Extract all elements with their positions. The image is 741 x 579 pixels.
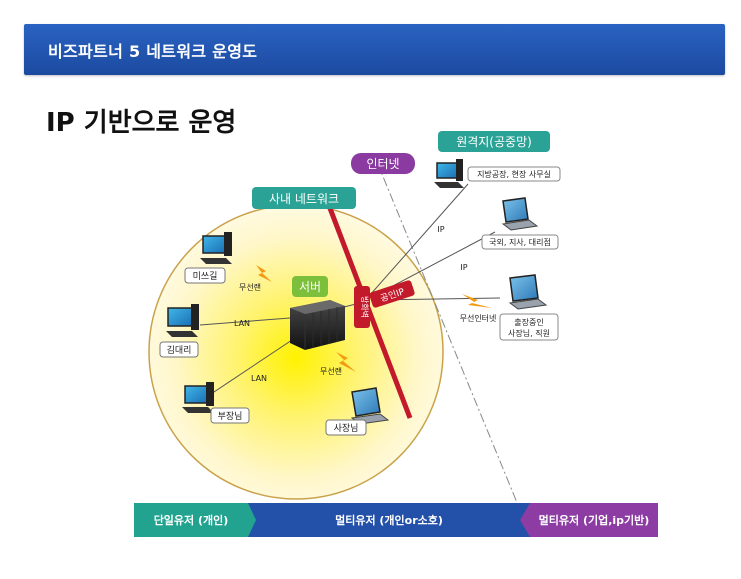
desktop-icon-misseugil [200,232,232,264]
firewall-badge: 방화벽 [354,286,370,328]
svg-text:미쓰길: 미쓰길 [193,271,218,282]
segment-single-user [134,503,248,537]
remote-label-overseas: 국외, 지사, 대리점 [481,234,559,250]
svg-text:지방공장, 현장 사무실: 지방공장, 현장 사무실 [477,169,551,179]
segment-multi-user-enterprise [520,503,658,537]
svg-text:사장님: 사장님 [334,423,359,434]
server-icon [290,300,345,350]
desktop-icon-bujangnim [182,382,214,413]
link-label-lan-bottom: LAN [251,374,267,383]
remote-desktop-icon-branch [434,159,464,188]
segment-label-3: 멀티유저 (기업,ip기반) [539,513,650,527]
remote-laptop-icon-trip [508,274,548,310]
lan-line-kimdaeri [199,317,291,326]
svg-text:사장님, 직원: 사장님, 직원 [508,328,550,338]
internet-boundary-line [376,161,519,506]
link-label-ip-2: IP [460,263,467,272]
page-title: IP 기반으로 운영 [46,108,237,138]
link-label-ip-1: IP [437,225,444,234]
lan-line-bujangnim [204,339,293,399]
header-title: 비즈파트너 5 네트워크 운영도 [48,42,258,61]
svg-text:김대리: 김대리 [167,344,192,356]
link-label-lan-top: LAN [234,319,250,328]
user-type-bar: 단일유저 (개인) 멀티유저 (개인or소호) 멀티유저 (기업,ip기반) [134,503,658,537]
link-label-wireless-internet: 무선인터넷 [460,313,497,323]
internal-network-label: 사내 네트워크 [269,192,339,206]
wireless-bolt-icon-internet [462,294,492,308]
desktop-icon-kimdaeri [166,304,199,337]
remote-laptop-icon-overseas [501,197,539,231]
internet-badge: 인터넷 [351,153,415,174]
client-label-sajangnim: 사장님 [325,419,367,436]
server-label: 서버 [299,280,321,294]
public-ip-badge: 공인IP [369,280,415,308]
remote-label-branch: 지방공장, 현장 사무실 [467,166,561,182]
header-bar: 비즈파트너 5 네트워크 운영도 [24,24,725,75]
link-label-wireless-top: 무선랜 [239,282,261,292]
internal-network-badge: 사내 네트워크 [252,187,356,209]
wireless-bolt-icon-bottom [336,352,356,372]
segment-label-2: 멀티유저 (개인or소호) [335,513,443,527]
svg-text:출장중인: 출장중인 [514,317,543,327]
firewall-label: 방화벽 [360,296,370,318]
segment-multi-user-soho [248,503,530,537]
client-label-bujangnim: 부장님 [210,407,250,424]
svg-text:부장님: 부장님 [218,411,243,422]
client-label-misseugil: 미쓰길 [184,267,226,284]
svg-text:국외, 지사, 대리점: 국외, 지사, 대리점 [489,237,551,247]
server-badge: 서버 [292,276,328,297]
segment-label-1: 단일유저 (개인) [154,513,229,527]
wireless-bolt-icon-top [256,265,272,282]
remote-label: 원격지(공중망) [456,135,532,149]
remote-badge: 원격지(공중망) [438,131,550,152]
remote-label-trip: 출장중인 사장님, 직원 [499,313,559,341]
client-label-kimdaeri: 김대리 [159,341,199,358]
link-label-wireless-bottom: 무선랜 [320,366,342,376]
ip-line-branch [369,183,469,296]
internet-label: 인터넷 [366,157,399,171]
